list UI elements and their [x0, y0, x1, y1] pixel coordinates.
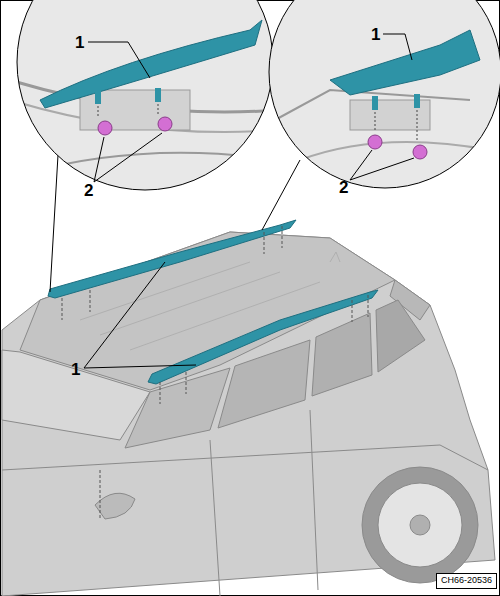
figure-code: CH66-20536: [441, 576, 492, 586]
callout-number: 1: [75, 34, 84, 51]
callout-number: 1: [71, 361, 80, 378]
figure-code-box: CH66-20536: [436, 573, 497, 589]
callout-number: 2: [84, 182, 93, 199]
callout-number: 2: [339, 179, 348, 196]
callout-number: 1: [371, 26, 380, 43]
